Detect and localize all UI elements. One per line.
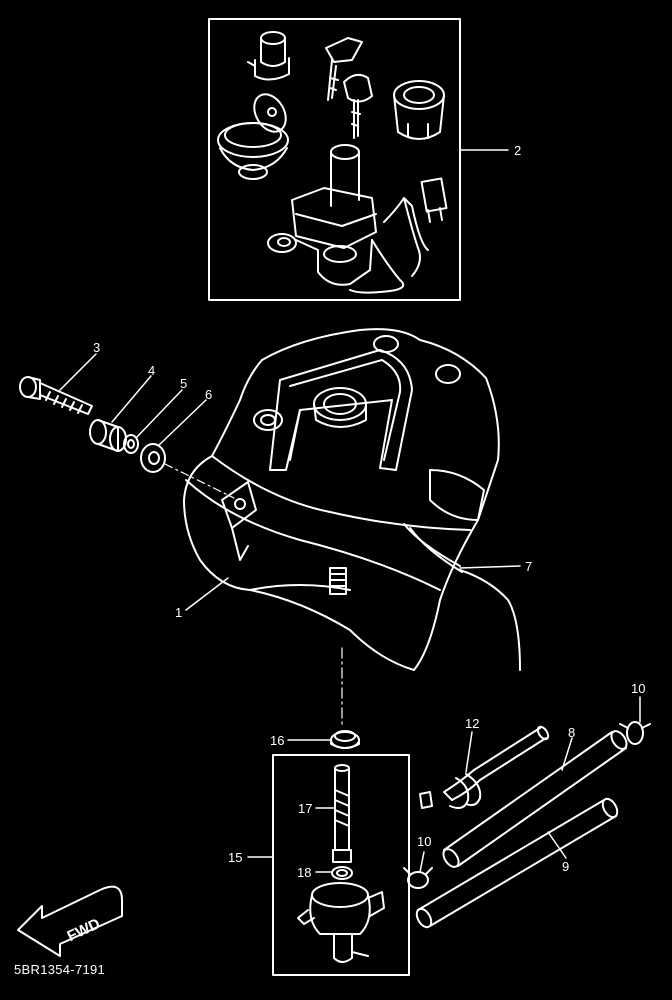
- diagram-code: 5BR1354-7191: [14, 962, 106, 977]
- leader-8: [561, 737, 573, 771]
- hose-icon: [415, 797, 619, 929]
- strainer-icon: [332, 764, 352, 863]
- callout-10-lower: 10: [417, 834, 432, 849]
- callout-15: 15: [228, 850, 243, 865]
- hose-clip-lower-icon: [403, 867, 433, 889]
- fuel-hose-icon: [442, 730, 628, 868]
- keys-icon: [325, 37, 373, 139]
- leader-10-lower: [419, 851, 425, 873]
- leader-5: [135, 389, 183, 439]
- lock-housing-icon: [393, 80, 445, 140]
- leader-4: [111, 375, 152, 423]
- callout-12: 12: [465, 716, 480, 731]
- callout-7: 7: [525, 559, 533, 574]
- collar-icon: [89, 419, 127, 452]
- callout-10-upper: 10: [631, 681, 646, 696]
- leader-3: [59, 353, 97, 391]
- mounting-axis-line: [164, 463, 235, 499]
- lock-cylinder-icon: [247, 31, 290, 81]
- leader-1: [185, 577, 229, 611]
- callout-2: 2: [514, 143, 522, 158]
- leader-6: [157, 399, 207, 447]
- breather-pipe-icon: [419, 725, 550, 809]
- leader-7: [459, 565, 521, 569]
- leader-9: [547, 831, 567, 859]
- forward-arrow-icon: FWD: [17, 885, 123, 957]
- hose-clip-upper-icon: [619, 721, 651, 745]
- washer-icon: [123, 434, 139, 454]
- callout-1: 1: [175, 605, 183, 620]
- fuel-tank-icon: [183, 328, 500, 671]
- ignition-switch-icon: [267, 144, 448, 294]
- leader-12: [465, 731, 473, 773]
- o-ring-icon: [330, 730, 360, 749]
- callout-16: 16: [270, 733, 285, 748]
- callout-6: 6: [205, 387, 213, 402]
- fuel-cock-icon: [297, 882, 385, 963]
- callout-5: 5: [180, 376, 188, 391]
- lock-kit-box: [208, 18, 461, 301]
- bolt-icon: [19, 376, 93, 415]
- callout-3: 3: [93, 340, 101, 355]
- gasket-icon: [331, 866, 353, 880]
- grommet-icon: [140, 443, 166, 473]
- tank-cap-icon: [217, 93, 289, 180]
- breather-hose-icon: [459, 569, 521, 671]
- callout-18: 18: [297, 865, 312, 880]
- petcock-box: [272, 754, 410, 976]
- fwd-label: FWD: [65, 915, 103, 945]
- callout-17: 17: [298, 801, 313, 816]
- callout-8: 8: [568, 725, 576, 740]
- callout-9: 9: [562, 859, 570, 874]
- callout-4: 4: [148, 363, 156, 378]
